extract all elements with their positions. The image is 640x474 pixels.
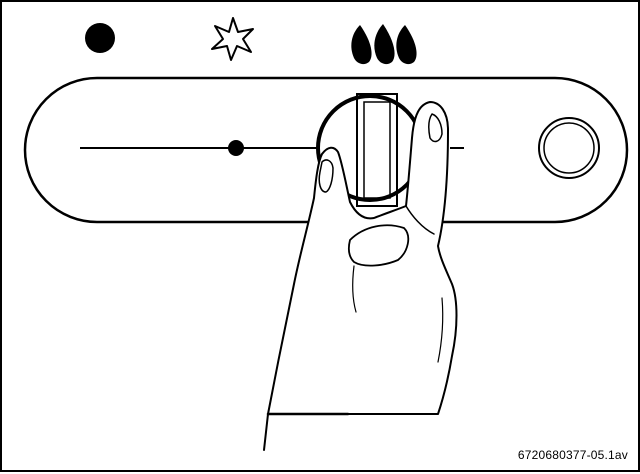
round-button [538, 117, 600, 179]
setting-scale [80, 140, 464, 156]
frost-star-icon [211, 17, 254, 61]
scale-position-marker [228, 140, 244, 156]
dot-icon [85, 23, 115, 53]
control-panel [23, 76, 629, 224]
sleeve-cuff [263, 412, 350, 451]
figure-code: 6720680377-05.1av [517, 448, 628, 462]
flames-icon [351, 24, 417, 65]
hand-icon [267, 101, 458, 415]
